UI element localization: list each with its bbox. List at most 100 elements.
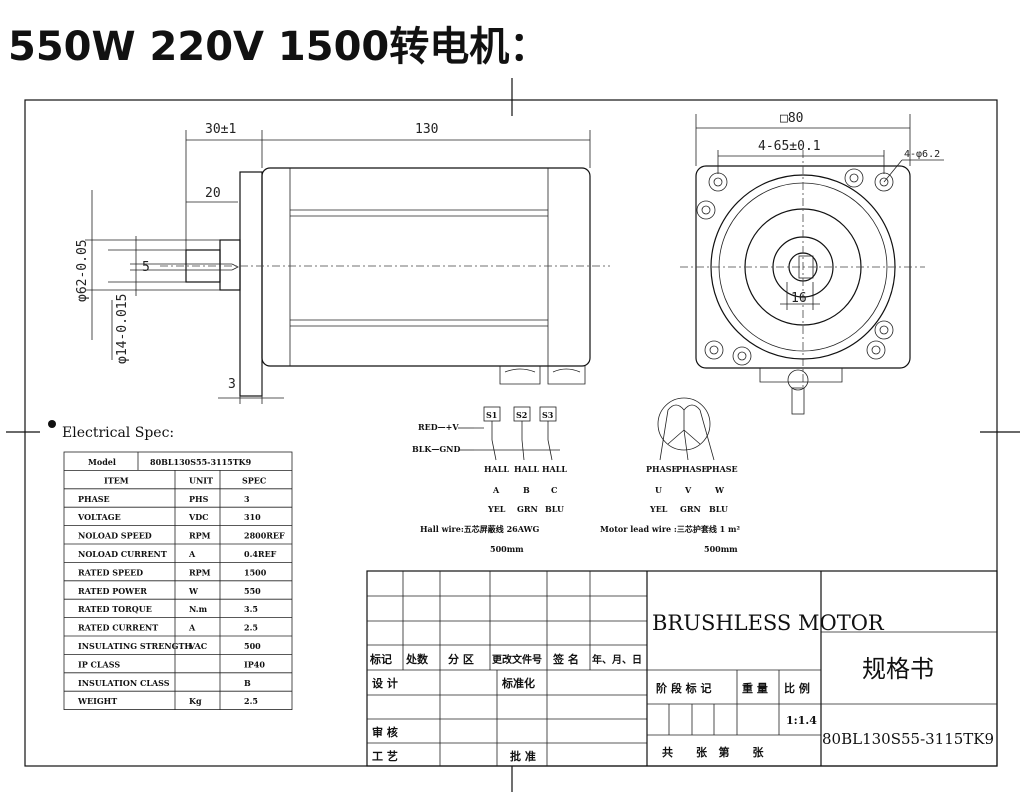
- spec-value: 3: [244, 494, 250, 504]
- spec-value: 2.5: [244, 623, 258, 633]
- approve-label: 批 准: [510, 749, 536, 763]
- spec-value: 1500: [244, 567, 267, 577]
- header-spec: SPEC: [242, 475, 266, 485]
- spec-value: 0.4REF: [244, 549, 277, 559]
- spec-unit: Kg: [189, 696, 202, 706]
- hall-b-label: HALL: [514, 464, 539, 474]
- dim-130: 130: [415, 122, 438, 137]
- front-view: □80 4-65±0.1 4-φ6.2 16: [680, 111, 944, 415]
- spec-item: NOLOAD CURRENT: [78, 549, 167, 559]
- spec-item: RATED POWER: [78, 586, 147, 596]
- doc-type: 规格书: [862, 655, 934, 683]
- hall-b-color: GRN: [517, 504, 538, 514]
- hall-wire-length: 500mm: [490, 544, 524, 554]
- page-title: 550W 220V 1500转电机：: [8, 24, 550, 70]
- wire-red-label: RED—+V: [418, 422, 459, 432]
- phase-w-color: BLU: [709, 504, 728, 514]
- phase-u-letter: U: [655, 485, 662, 495]
- hall-a-color: YEL: [487, 504, 506, 514]
- spec-value: 500: [244, 641, 261, 651]
- spec-value: IP40: [244, 659, 265, 669]
- spec-unit: N.m: [189, 604, 208, 614]
- phase-v-letter: V: [684, 485, 692, 495]
- dim-30: 30±1: [205, 122, 236, 137]
- rev-doc: 更改文件号: [492, 653, 542, 666]
- dim-16: 16: [791, 291, 807, 306]
- product-name: BRUSHLESS MOTOR: [652, 611, 885, 635]
- title-block: BRUSHLESS MOTOR 规格书 80BL130S55-3115TK9 标…: [366, 570, 998, 767]
- scale-label: 比 例: [784, 681, 810, 695]
- spec-item: INSULATING STRENGTH: [78, 641, 192, 651]
- sensor-s1: S1: [486, 410, 497, 420]
- part-number: 80BL130S55-3115TK9: [822, 730, 994, 748]
- stage-label: 阶 段 标 记: [656, 681, 712, 695]
- design-label: 设 计: [372, 676, 398, 690]
- dim-65: 4-65±0.1: [758, 139, 821, 154]
- dim-20: 20: [205, 186, 221, 201]
- spec-heading: Electrical Spec:: [62, 425, 174, 441]
- phase-w-label: PHASE: [706, 464, 738, 474]
- rev-sign: 签 名: [552, 652, 579, 666]
- motor-wire-length: 500mm: [704, 544, 738, 554]
- dim-3: 3: [228, 377, 236, 392]
- phase-wiring: PHASE PHASE PHASE U V W YEL GRN BLU Moto…: [600, 397, 740, 554]
- phase-u-color: YEL: [649, 504, 668, 514]
- spec-item: PHASE: [78, 494, 110, 504]
- spec-unit: VDC: [188, 512, 209, 522]
- spec-value: 550: [244, 586, 261, 596]
- rev-zone: 分 区: [448, 652, 474, 666]
- review-label: 审 核: [372, 725, 398, 739]
- spec-value: B: [244, 678, 251, 688]
- rev-date: 年、月、日: [592, 653, 642, 666]
- phase-v-label: PHASE: [676, 464, 708, 474]
- spec-value: 2800REF: [244, 531, 285, 541]
- hall-a-label: HALL: [484, 464, 509, 474]
- side-view: 30±1 130 20 5 φ62-0.05 φ14-0.015 3: [75, 122, 610, 404]
- spec-item: VOLTAGE: [77, 512, 121, 522]
- spec-value: 3.5: [244, 604, 258, 614]
- dim-14: φ14-0.015: [115, 294, 130, 364]
- spec-item: NOLOAD SPEED: [78, 531, 152, 541]
- spec-unit: RPM: [189, 567, 211, 577]
- rev-count: 处数: [405, 652, 429, 666]
- spec-unit: A: [188, 623, 196, 633]
- sensor-s2: S2: [516, 410, 527, 420]
- sheet-count: 共 张 第 张: [662, 745, 764, 759]
- spec-unit: VAC: [188, 641, 207, 651]
- header-item: ITEM: [104, 475, 129, 485]
- scale-value: 1:1.4: [786, 714, 817, 727]
- spec-item: INSULATION CLASS: [78, 678, 170, 688]
- spec-item: IP CLASS: [78, 659, 120, 669]
- spec-value: 310: [244, 512, 261, 522]
- header-unit: UNIT: [189, 475, 213, 485]
- standard-label: 标准化: [501, 676, 535, 690]
- rev-mark: 标记: [369, 652, 392, 666]
- spec-unit: RPM: [189, 531, 211, 541]
- spec-unit: A: [188, 549, 196, 559]
- dim-5: 5: [142, 260, 150, 275]
- hall-wire-note: Hall wire:五芯屏蔽线 26AWG: [420, 524, 539, 534]
- motor-wire-note: Motor lead wire :三芯护套线 1 m²: [600, 524, 740, 534]
- hall-b-letter: B: [523, 485, 530, 495]
- bullet-icon: [48, 420, 56, 428]
- dim-holes: 4-φ6.2: [904, 149, 940, 160]
- phase-u-label: PHASE: [646, 464, 678, 474]
- spec-item: RATED CURRENT: [78, 623, 158, 633]
- hall-c-color: BLU: [545, 504, 564, 514]
- spec-item: RATED SPEED: [78, 567, 143, 577]
- spec-unit: W: [188, 586, 199, 596]
- hall-a-letter: A: [492, 485, 500, 495]
- process-label: 工 艺: [372, 749, 398, 763]
- model-label: Model: [88, 457, 116, 467]
- hall-c-label: HALL: [542, 464, 567, 474]
- dim-80: □80: [780, 111, 803, 126]
- phase-w-letter: W: [714, 485, 725, 495]
- spec-item: WEIGHT: [77, 696, 117, 706]
- weight-label: 重 量: [742, 681, 768, 695]
- phase-v-color: GRN: [680, 504, 701, 514]
- wire-blk-label: BLK—GND: [412, 444, 460, 454]
- sensor-s3: S3: [542, 410, 554, 420]
- hall-wiring: RED—+V BLK—GND S1 S2 S3 HALL HALL HALL A…: [412, 406, 567, 554]
